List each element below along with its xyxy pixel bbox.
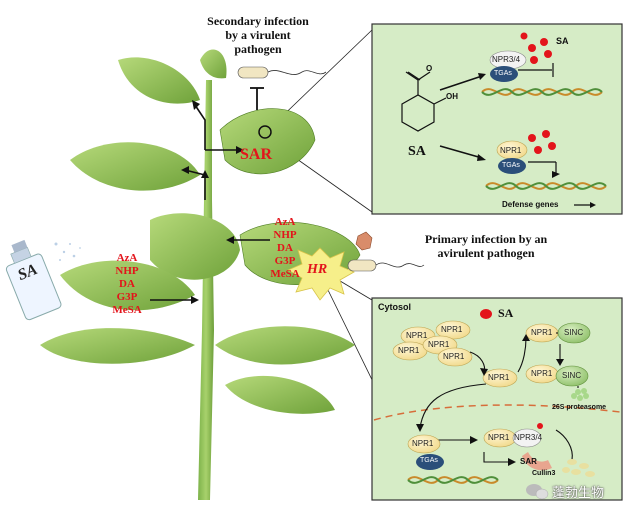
tgas-label-b: TGAs	[502, 162, 520, 169]
hr-burst	[287, 247, 355, 301]
npr1-sinc-label-b: NPR1	[531, 369, 553, 378]
degradation-fragments	[562, 459, 595, 477]
cullin3-shape	[522, 452, 552, 471]
salicylic-acid-structure	[401, 71, 447, 132]
plant-leaves	[40, 49, 361, 414]
npr1-label-top: NPR1	[500, 146, 522, 155]
npr1-cluster-label: NPR1	[443, 352, 465, 361]
cytosol-label: Cytosol	[378, 302, 412, 312]
o-label: O	[426, 64, 433, 73]
spray-bottle	[5, 239, 62, 321]
npr34-label: NPR3/4	[492, 55, 521, 64]
sar-nucleus-label: SAR	[520, 457, 537, 466]
npr1-cluster-label: NPR1	[441, 325, 463, 334]
plant-stem	[198, 80, 214, 500]
avirulent-pathogen	[347, 259, 377, 272]
npr1-monomer-label: NPR1	[488, 373, 510, 382]
npr1-sinc-label-a: NPR1	[531, 328, 553, 337]
spray-mist	[54, 242, 81, 261]
npr34-bottom-label: NPR3/4	[514, 433, 543, 442]
npr1-cluster-label: NPR1	[406, 331, 428, 340]
oh-label: OH	[446, 92, 458, 101]
sa-dot	[480, 309, 492, 319]
npr1-nucleus-label: NPR1	[412, 439, 434, 448]
virus-particle	[355, 231, 373, 251]
sinc-label-a: SINC	[564, 328, 584, 337]
top-zoom-box	[371, 23, 623, 215]
npr1-oligomer	[392, 320, 473, 367]
proteasome-label: 26S proteasome	[552, 404, 607, 411]
virulent-pathogen	[237, 66, 269, 79]
arrowheads	[181, 100, 244, 304]
npr1-ub-label: NPR1	[488, 433, 510, 442]
defense-genes-label: Defense genes	[502, 200, 559, 209]
npr1-cluster-label: NPR1	[428, 340, 450, 349]
sar-label: SAR	[240, 146, 273, 163]
sa-bottom-label: SA	[498, 306, 514, 320]
hr-label: HR	[307, 262, 328, 277]
wechat-icon	[526, 484, 549, 500]
sa-structure-label: SA	[408, 144, 426, 159]
sinc-label-b: SINC	[562, 371, 582, 380]
nuclear-membrane	[373, 404, 621, 421]
sa-top-label: SA	[556, 36, 569, 46]
secondary-infection-caption: Secondary infection by a virulent pathog…	[207, 14, 309, 56]
cullin3-label: Cullin3	[532, 470, 556, 477]
tgas-nucleus-label: TGAs	[420, 457, 438, 464]
proteasome	[571, 388, 589, 401]
signal-arrows	[150, 104, 270, 301]
primary-infection-caption: Primary infection by an avirulent pathog…	[424, 232, 548, 260]
tgas-label-a: TGAs	[494, 70, 512, 77]
npr1-cluster-label: NPR1	[398, 346, 420, 355]
watermark-text: 蓬勃生物	[552, 486, 605, 501]
zoom-circle	[258, 125, 272, 139]
